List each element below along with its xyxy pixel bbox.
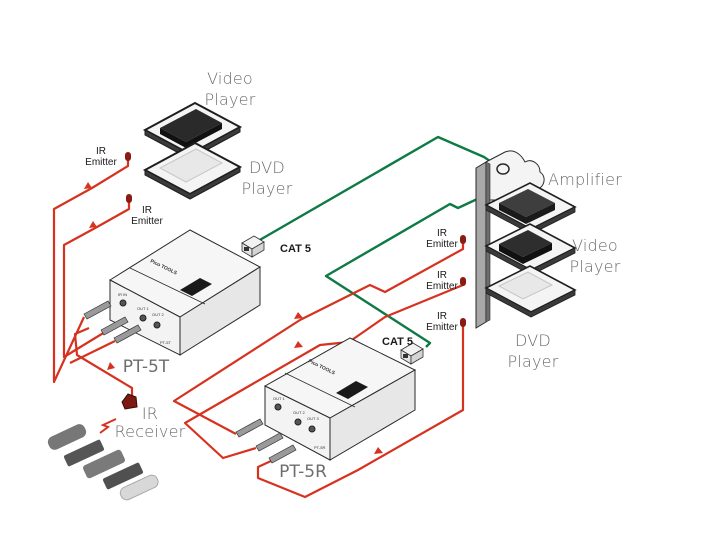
ir-cable-receiver: [73, 326, 134, 397]
remote-1: [47, 424, 87, 450]
pt-5t-jack-out1: [139, 314, 147, 322]
pt-5r-jack-out3: [308, 425, 316, 433]
pt-5t-plugs: [83, 300, 142, 344]
ir-emitter-5: IR Emitter: [426, 311, 466, 333]
label-dvd-player-top-2: Player: [242, 179, 293, 198]
ir-cable-emitter-4: [183, 281, 465, 460]
label-pt-5r: PT-5R: [279, 462, 327, 482]
label-dvd-player-rack-1: DVD: [515, 331, 551, 350]
ir-emitter-3-label-1: IR: [437, 228, 447, 239]
video-player-device-top: [160, 109, 222, 142]
ir-emitter-3-label-2: Emitter: [426, 239, 458, 250]
rack-shelf-amplifier: [484, 182, 577, 235]
pt-5t-device: Pico TOOLS IR IN OUT 1 OUT 2 PT-5T: [83, 229, 262, 356]
pt-5r-jack-out2: [294, 418, 302, 426]
pt-5r-jack-out1: [274, 403, 282, 411]
ir-emitter-4-label-2: Emitter: [426, 281, 458, 292]
ir-emitter-3: IR Emitter: [426, 228, 466, 250]
pt-5r-device: Pico TOOLS OUT 1 OUT 2 OUT 3 PT-5R: [235, 337, 417, 464]
remote-3: [82, 449, 126, 479]
dvd-player-device-top: [158, 148, 224, 183]
arrow-emitter-2: [89, 221, 97, 228]
label-video-player-top-1: Video: [207, 69, 253, 88]
ir-emitter-4-label-1: IR: [437, 270, 447, 281]
cat5-cable-top: [257, 135, 504, 243]
pt-5t-jack-in: [119, 299, 127, 307]
remote-2: [63, 439, 105, 467]
pt-5t-model-tag: PT-5T: [160, 340, 171, 345]
shelf-dvd-player-top: [142, 141, 243, 200]
arrow-emitter-3: [294, 312, 303, 319]
label-pt-5t: PT-5T: [123, 357, 170, 377]
rack-cable-hole: [496, 163, 510, 175]
ir-emitter-2: IR Emitter: [126, 194, 164, 227]
ir-emitter-1-label-2: Emitter: [85, 157, 117, 168]
ir-receiver: [121, 393, 138, 410]
ir-emitter-5-label-1: IR: [437, 311, 447, 322]
dvd-player-device-rack: [497, 271, 554, 300]
flow-arrows: [84, 182, 383, 454]
rack-shelf-dvd-player: [484, 265, 577, 318]
ir-cable-pt5t-out: [69, 340, 116, 364]
ir-cable-emitter-3: [172, 241, 465, 435]
label-cat5-bottom: CAT 5: [382, 336, 413, 348]
equipment-rack: [475, 150, 577, 329]
label-video-player-rack-1: Video: [572, 236, 618, 255]
label-dvd-player-rack-2: Player: [508, 352, 559, 371]
arrow-receiver: [107, 362, 115, 370]
ir-signal-icon: [99, 418, 117, 434]
label-ir-receiver-1: IR: [142, 404, 158, 423]
label-dvd-player-top-1: DVD: [249, 158, 285, 177]
label-amplifier: Amplifier: [548, 170, 622, 189]
pt-5r-port-out1: OUT 1: [273, 396, 285, 401]
ir-cable-emitter-1: [52, 157, 130, 384]
pt-5r-model-tag: PT-5R: [314, 445, 325, 450]
ir-cables: [52, 157, 465, 499]
ir-emitter-1-label-1: IR: [96, 146, 106, 157]
pt-5t-logo: [180, 278, 212, 296]
cat5-connector-bottom: [400, 342, 424, 365]
pt-5t-jack-out2: [153, 321, 161, 329]
ir-emitter-2-label-2: Emitter: [131, 216, 163, 227]
arrow-emitter-4: [294, 341, 303, 348]
pt-5t-port-out1: OUT 1: [137, 306, 149, 311]
video-player-device-rack: [499, 230, 552, 257]
pt-5t-port-out2: OUT 2: [152, 312, 164, 317]
ir-emitter-2-label-1: IR: [142, 205, 152, 216]
cat5-connector-top: [241, 235, 265, 258]
ir-emitter-5-label-2: Emitter: [426, 322, 458, 333]
remote-controls: [47, 424, 159, 501]
label-video-player-top-2: Player: [205, 90, 256, 109]
remote-4: [102, 462, 144, 490]
arrow-emitter-1: [84, 182, 92, 189]
label-ir-receiver-2: Receiver: [115, 422, 186, 441]
label-cat5-top: CAT 5: [280, 243, 311, 255]
ir-cable-emitter-2: [62, 199, 131, 359]
pt-5t-port-in: IR IN: [118, 292, 127, 297]
ir-emitter-1: IR Emitter: [85, 146, 131, 168]
remote-5: [119, 474, 159, 501]
amplifier-device: [499, 189, 555, 217]
label-video-player-rack-2: Player: [570, 257, 621, 276]
ir-emitter-4: IR Emitter: [426, 270, 466, 292]
pt-5r-port-out2: OUT 2: [293, 410, 305, 415]
pt-5r-plugs: [235, 418, 297, 464]
arrow-emitter-5: [374, 447, 383, 454]
pt-5r-port-out3: OUT 3: [307, 416, 319, 421]
pt-5r-logo: [336, 381, 368, 399]
ir-cable-emitter-5: [256, 322, 465, 499]
